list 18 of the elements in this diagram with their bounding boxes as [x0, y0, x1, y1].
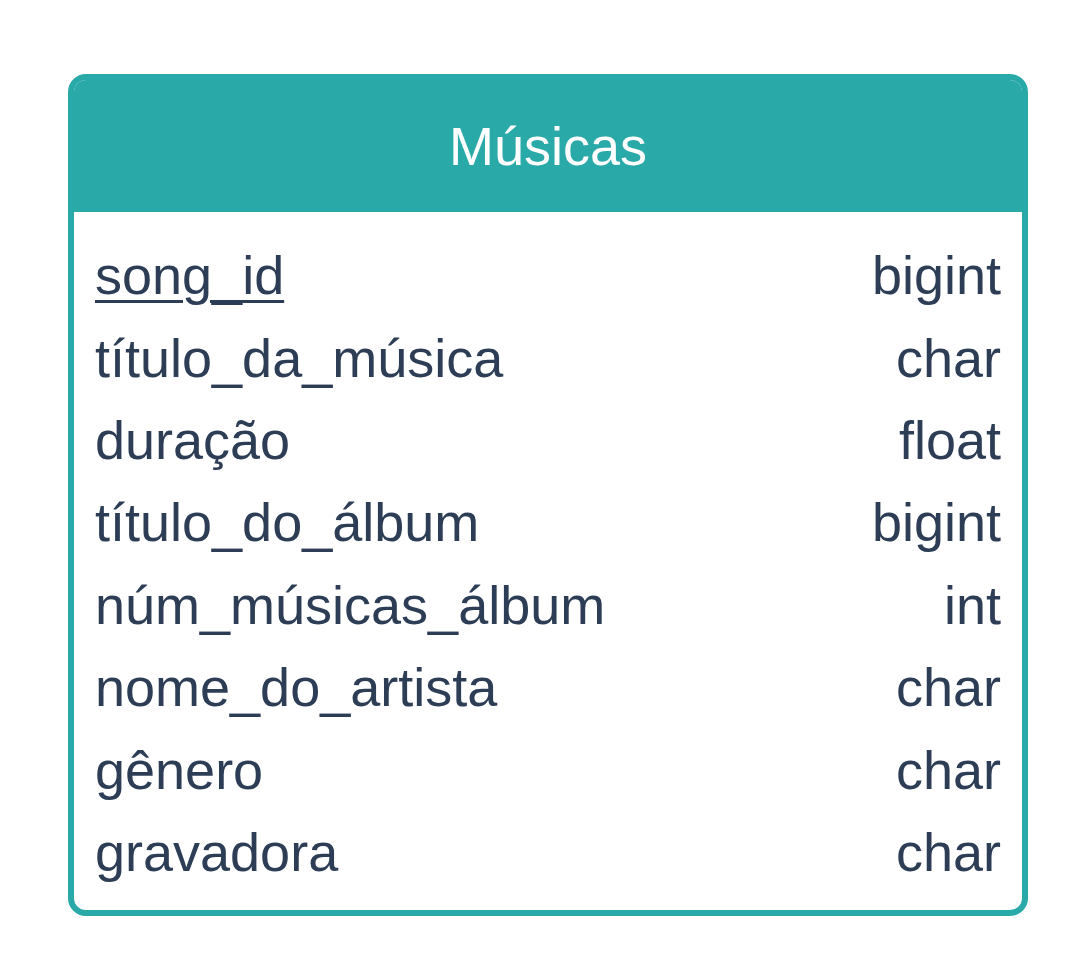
entity-table [68, 74, 1028, 916]
table-title: Músicas [448, 115, 647, 178]
field-type: char [895, 656, 1001, 720]
field-type: char [895, 820, 1001, 884]
field-name: gênero [95, 738, 264, 802]
field-name: título_da_música [95, 326, 504, 390]
field-type: float [898, 408, 1001, 472]
field-type: int [943, 573, 1001, 637]
field-type: bigint [871, 244, 1001, 308]
field-name: núm_músicas_álbum [95, 573, 606, 637]
field-type: bigint [871, 491, 1001, 555]
field-name: título_do_álbum [95, 491, 480, 555]
field-name: duração [95, 408, 291, 472]
field-name: gravadora [95, 820, 339, 884]
field-name: nome_do_artista [95, 656, 498, 720]
field-type: char [895, 326, 1001, 390]
primary-key-field-name: song_id [95, 244, 285, 308]
field-type: char [895, 738, 1001, 802]
